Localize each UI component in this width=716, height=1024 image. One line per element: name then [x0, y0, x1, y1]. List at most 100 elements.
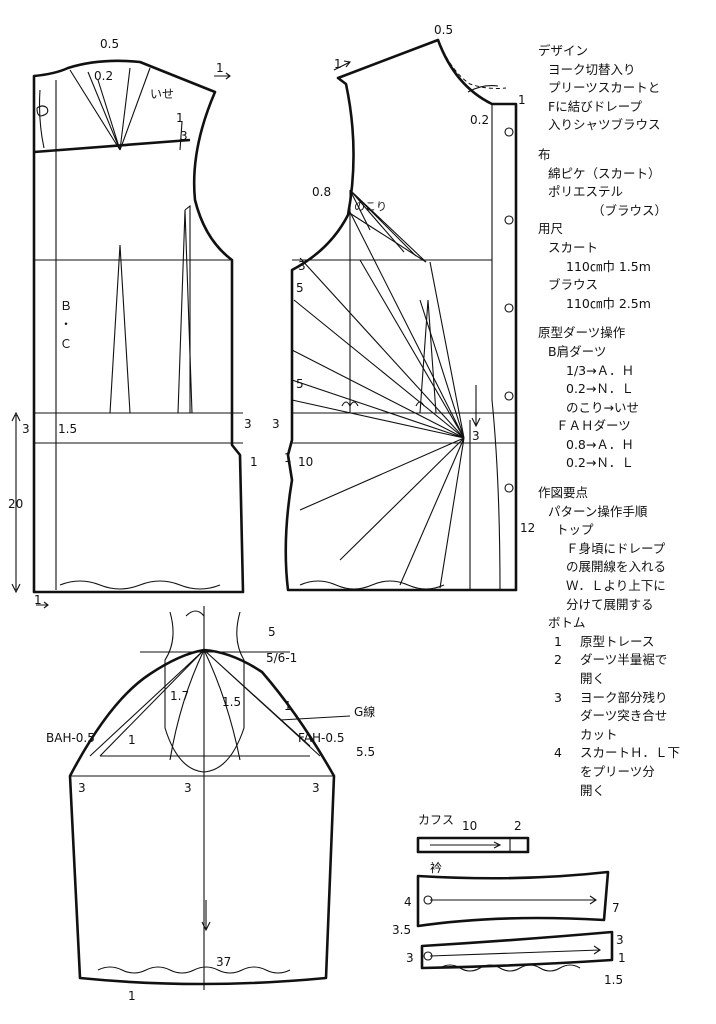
sleeve-hem-1: 1 — [128, 989, 136, 1003]
fabric-line: ポリエステル — [548, 184, 624, 200]
dart-b-line: のこり→いせ — [566, 399, 639, 415]
back-bc-c: Ｃ — [60, 337, 72, 351]
collar-label: 衿 — [430, 860, 442, 875]
cuff-label: カフス — [418, 813, 454, 827]
yardage-blouse-value: 110㎝巾 2.5m — [566, 295, 651, 311]
dart-f-label: ＦＡＨダーツ — [556, 418, 631, 434]
bottom-step-cont: 開く — [538, 670, 714, 689]
top-line: 分けて展開する — [566, 596, 654, 612]
back-fraction-num: 1 — [176, 111, 184, 125]
instruction-notes: デザイン ヨーク切替入り プリーツスカートと Fに結びドレープ 入りシャツブラウ… — [538, 42, 714, 800]
step-text: 開く — [580, 782, 606, 798]
design-heading: デザイン — [538, 43, 589, 58]
front-bodice-pattern — [284, 38, 518, 592]
design-line: 入りシャツブラウス — [548, 117, 661, 133]
step-number: 2 — [554, 652, 562, 668]
dart-f-line: 0.2→Ｎ．Ｌ — [566, 455, 634, 471]
front-d5b: 5 — [296, 377, 304, 391]
bottom-step-cont: カット — [538, 726, 714, 745]
dart-heading: 原型ダーツ操作 — [538, 325, 626, 341]
step-number: 4 — [554, 745, 562, 761]
collar-15: 1.5 — [604, 973, 623, 987]
back-right-3a: 3 — [244, 417, 252, 431]
front-dart-08: 0.8 — [312, 185, 331, 199]
front-d10: 10 — [298, 455, 313, 469]
back-shoulder-label: 0.5 — [100, 37, 119, 51]
front-hem-12: 12 — [520, 521, 535, 535]
front-shoulder-label: 0.5 — [434, 23, 453, 37]
front-center-3: 3 — [472, 429, 480, 443]
bottom-step-cont: ダーツ突き合せ — [538, 707, 714, 726]
step-text: ダーツ半量裾で — [580, 652, 668, 668]
collar-4: 4 — [404, 895, 412, 909]
step-text: カット — [580, 726, 618, 742]
back-one-label: 1 — [216, 61, 224, 75]
step-number: 3 — [554, 689, 562, 705]
back-bodice-pattern — [11, 59, 245, 609]
cuff-length: 10 — [462, 819, 477, 833]
front-d1: 1 — [284, 451, 292, 465]
design-line: プリーツスカートと — [548, 80, 661, 96]
bottom-step-cont: をプリーツ分 — [538, 763, 714, 782]
sleeve-g-line: G線 — [354, 704, 375, 719]
sleeve-hem-37: 37 — [216, 955, 231, 969]
front-nokori: のこり — [354, 200, 387, 213]
back-right-3b: 3 — [272, 417, 280, 431]
top-line: Ｆ身頃にドレープ — [566, 540, 666, 556]
back-ease-label: いせ — [150, 87, 174, 101]
front-one-b: 1 — [518, 93, 526, 107]
sleeve-e17: 1.7 — [170, 689, 189, 703]
sleeve-fah: FAH-0.5 — [298, 731, 344, 745]
sleeve-e15: 1.5 — [222, 695, 241, 709]
sleeve-t3a: 3 — [78, 781, 86, 795]
design-line: Fに結びドレープ — [548, 98, 642, 114]
fabric-line: 綿ピケ（スカート） — [548, 165, 661, 181]
sleeve-cap-num: 5 — [268, 625, 276, 639]
back-length-20: 20 — [8, 497, 23, 511]
bottom-step: 4 スカートＨ．Ｌ下 — [538, 744, 714, 763]
sleeve-cap-label: 5/6-1 — [266, 651, 297, 665]
fabric-line: （ブラウス） — [592, 202, 668, 218]
sleeve-one-l: 1 — [128, 733, 136, 747]
bottom-step: 2 ダーツ半量裾で — [538, 651, 714, 670]
yardage-blouse-label: ブラウス — [548, 277, 599, 293]
sleeve-t3b: 3 — [184, 781, 192, 795]
yardage-skirt-value: 110㎝巾 1.5m — [566, 258, 651, 274]
back-left-15: 1.5 — [58, 422, 77, 436]
back-fraction-den: 3 — [180, 129, 188, 143]
dart-b-label: B肩ダーツ — [548, 343, 607, 359]
bottom-step: 1 原型トレース — [538, 633, 714, 652]
dart-b-line: 1/3→Ａ．Ｈ — [566, 362, 635, 378]
dart-f-line: 0.8→Ａ．Ｈ — [566, 436, 634, 452]
top-label: トップ — [556, 522, 594, 538]
design-line: ヨーク切替入り — [548, 61, 636, 77]
back-bc-b: Ｂ — [60, 299, 72, 313]
yardage-heading: 用尺 — [538, 221, 564, 237]
sleeve-pattern — [68, 606, 351, 990]
top-line: Ｗ．Ｌより上下に — [566, 578, 666, 594]
sleeve-one-r: 1 — [284, 699, 292, 713]
step-text: スカートＨ．Ｌ下 — [580, 745, 681, 761]
step-number: 1 — [554, 633, 562, 649]
points-heading: 作図要点 — [538, 485, 589, 501]
back-left-3: 3 — [22, 422, 30, 436]
bottom-label: ボトム — [548, 615, 586, 631]
sleeve-55: 5.5 — [356, 745, 375, 759]
step-text: をプリーツ分 — [580, 763, 655, 779]
cuff-collar-pattern — [416, 836, 614, 972]
fabric-heading: 布 — [538, 146, 551, 162]
back-bc-dot: ・ — [60, 317, 72, 331]
back-neck-label: 0.2 — [94, 69, 113, 83]
collar-7: 7 — [612, 901, 620, 915]
front-d3: 3 — [298, 259, 306, 273]
cuff-width: 2 — [514, 819, 522, 833]
step-text: ダーツ突き合せ — [580, 708, 668, 724]
top-line: の展開線を入れる — [566, 559, 667, 575]
front-one-a: 1 — [334, 57, 342, 71]
step-text: 原型トレース — [580, 633, 655, 649]
dart-b-line: 0.2→Ｎ．Ｌ — [566, 381, 634, 397]
collar-3a: 3 — [406, 951, 414, 965]
collar-35: 3.5 — [392, 923, 411, 937]
